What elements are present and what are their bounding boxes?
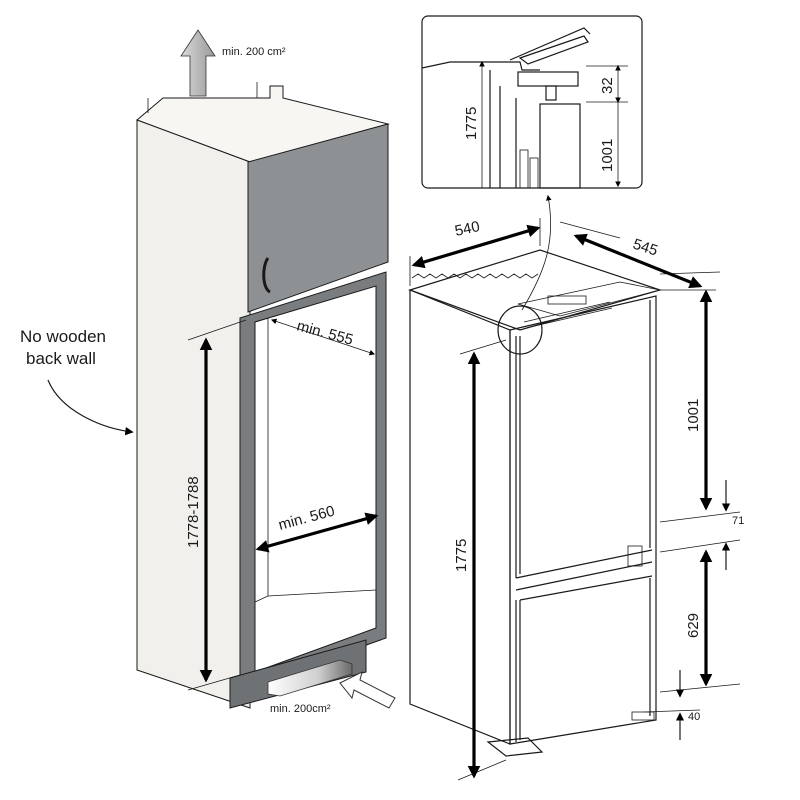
fridge-top [408,249,663,331]
plinth-vent-slot [267,659,353,697]
inset-gap-label: 32 [599,77,616,94]
niche-interior [254,285,377,673]
bottom-vent-arrow [339,671,396,709]
back-wall-label-line2: back wall [26,349,96,368]
inset-detail-box [421,15,643,189]
detail-callout-line [521,194,552,311]
niche-width-line [255,512,379,553]
back-wall-arrow [47,379,134,436]
back-wall-label-line1: No wooden [20,327,106,346]
cabinet-left-side [136,119,251,709]
fridge-depth-label: 545 [631,236,660,260]
inset-total-height-label: 1775 [463,107,480,140]
inset-upper-height-label: 1001 [599,139,616,172]
door-handle [262,257,271,294]
fridge-width-line [411,224,541,269]
fridge-bottom-gap-label: 40 [688,711,700,723]
bottom-vent-label: min. 200cm² [270,703,331,715]
niche-depth-line [270,318,376,356]
top-vent-arrow [180,29,216,97]
fridge-left-side [409,289,511,745]
fridge-lower-height-label: 629 [685,613,702,638]
top-vent-label: min. 200 cm² [222,46,286,58]
upper-cabinet-door [247,123,389,313]
fridge-upper-height-label: 1001 [685,399,702,432]
fridge-unit [408,249,663,757]
fridge-depth-line [573,233,703,289]
niche-height-label: 1778-1788 [185,476,202,548]
detail-marker-circle [497,305,543,355]
housing-cabinet [136,82,390,709]
fridge-width-label: 540 [453,218,481,240]
fridge-middle-gap-label: 71 [732,515,744,527]
fridge-total-height-label: 1775 [453,539,470,572]
